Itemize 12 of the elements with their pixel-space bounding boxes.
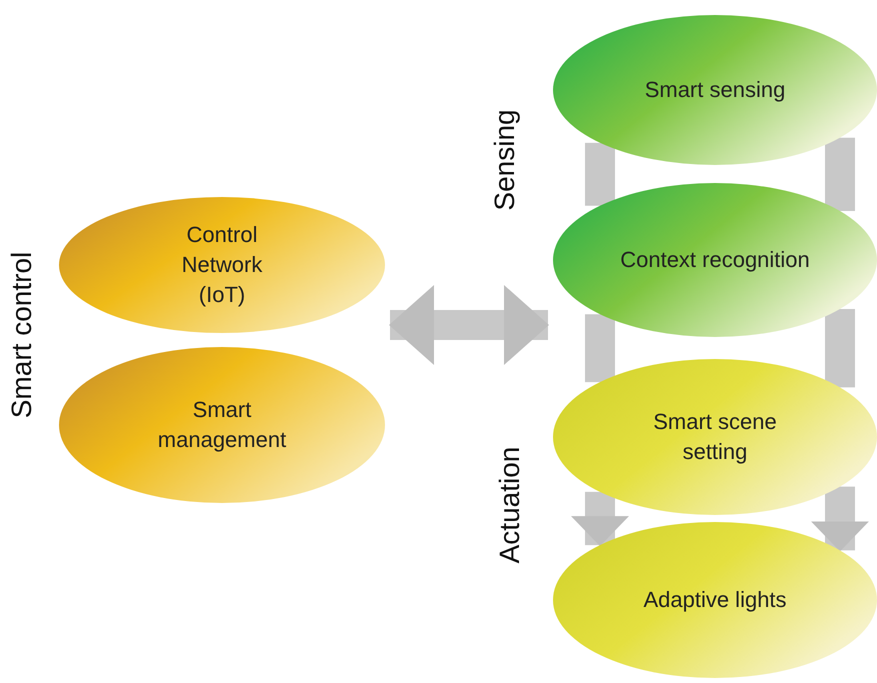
node-label: Smart sensing [644,76,786,104]
node-label: Smart scene setting [652,408,778,466]
side-label: Smart control [6,252,38,418]
node-label: Context recognition [620,246,810,274]
arrow [811,486,869,552]
node-label: Adaptive lights [643,586,787,614]
node-label: Smart management [156,396,288,454]
node-label: Control Network (IoT) [180,221,264,309]
side-label: Sensing [489,109,521,211]
arrow [389,285,549,365]
side-label: Actuation [494,446,526,564]
arrow [571,492,629,546]
